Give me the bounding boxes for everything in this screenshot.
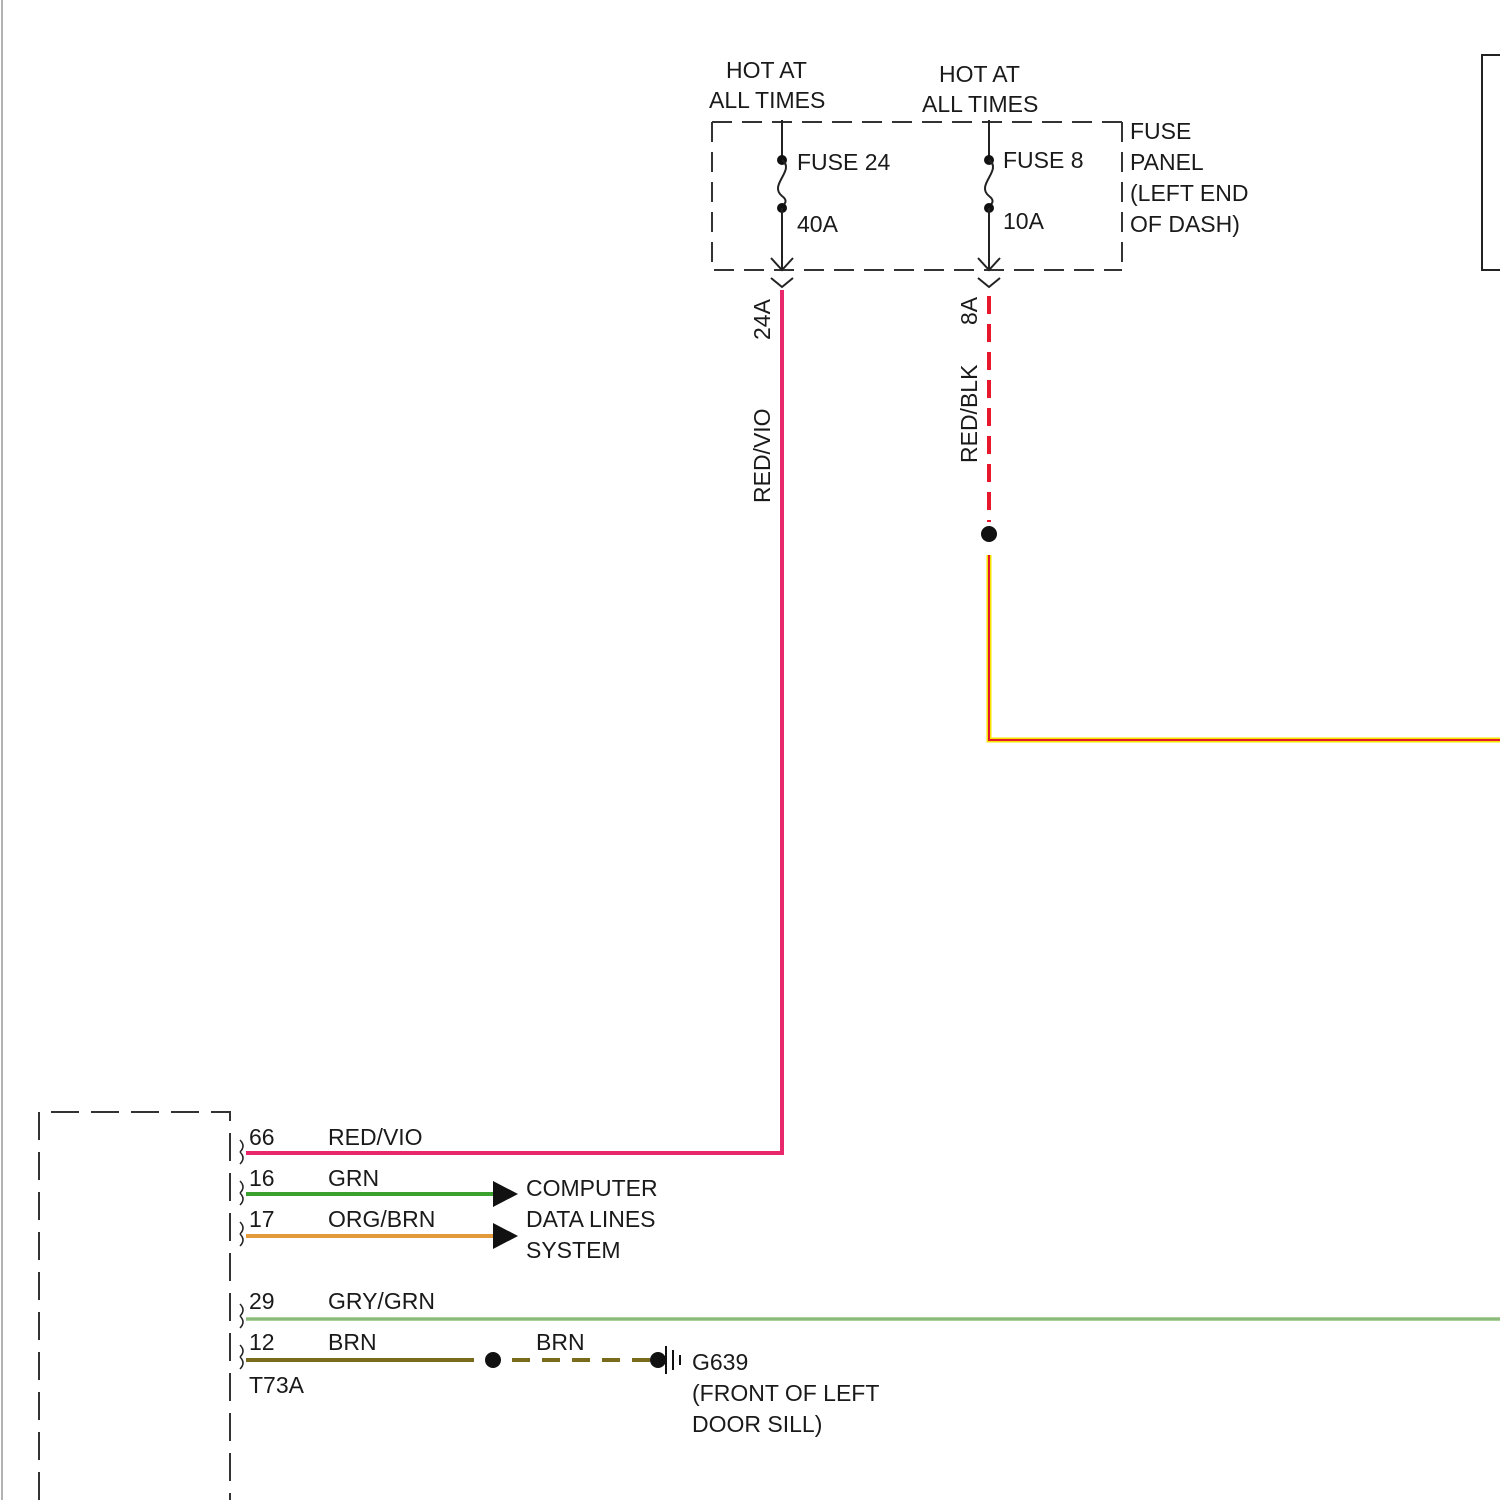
wire-red-yel	[989, 555, 1500, 740]
fuse-24-hot-line-1: HOT AT	[726, 57, 807, 83]
pin-17-number: 17	[249, 1206, 275, 1232]
pin-66-color: RED/VIO	[328, 1124, 423, 1150]
component-box	[39, 1112, 230, 1500]
ground-g639: G639 (FRONT OF LEFT DOOR SILL)	[650, 1346, 879, 1437]
splice-dot	[981, 526, 997, 542]
fuse-8-name: FUSE 8	[1003, 147, 1084, 173]
pin-12-color: BRN	[328, 1329, 377, 1355]
fuse-24-connector-female	[771, 278, 793, 287]
pin-12-number: 12	[249, 1329, 275, 1355]
fuse-panel-label-4: OF DASH)	[1130, 211, 1240, 237]
computer-data-lines-1: COMPUTER	[526, 1175, 658, 1201]
pin-12-connector	[240, 1345, 243, 1369]
ground-label-3: DOOR SILL)	[692, 1411, 822, 1437]
brn-splice-dot	[485, 1352, 501, 1368]
fuse-8-circuit: 8A	[956, 296, 982, 325]
fuse-24-element	[778, 160, 786, 208]
ground-wire-color: BRN	[536, 1329, 585, 1355]
pin-29-color: GRY/GRN	[328, 1288, 435, 1314]
fuse-8-hot-line-2: ALL TIMES	[922, 91, 1038, 117]
wire-grn-arrow	[493, 1181, 518, 1207]
fuse-24-rating: 40A	[797, 211, 839, 237]
fuse-panel: FUSE PANEL (LEFT END OF DASH)	[712, 118, 1248, 270]
pin-16-connector	[240, 1181, 243, 1205]
pin-66-number: 66	[249, 1124, 275, 1150]
connector-name: T73A	[249, 1372, 305, 1398]
pin-66-connector	[240, 1140, 243, 1164]
computer-data-lines-3: SYSTEM	[526, 1237, 621, 1263]
connector-t73a: 66 16 17 29 12 RED/VIO GRN ORG/BRN GRY/G…	[39, 1112, 435, 1500]
fuse-panel-label-2: PANEL	[1130, 149, 1204, 175]
computer-data-lines-2: DATA LINES	[526, 1206, 656, 1232]
fuse-24-hot-line-2: ALL TIMES	[709, 87, 825, 113]
fuse-24: HOT AT ALL TIMES FUSE 24 40A 24A RED/VIO	[709, 57, 891, 503]
fuse-8-connector-female	[978, 278, 1000, 287]
fuse-24-circuit: 24A	[749, 298, 775, 340]
pin-16-number: 16	[249, 1165, 275, 1191]
right-component-box	[1482, 55, 1500, 270]
pin-16-color: GRN	[328, 1165, 379, 1191]
ground-label-2: (FRONT OF LEFT	[692, 1380, 879, 1406]
fuse-panel-label-3: (LEFT END	[1130, 180, 1248, 206]
wire-red-vio	[246, 290, 782, 1153]
pin-29-connector	[240, 1304, 243, 1328]
pin-17-color: ORG/BRN	[328, 1206, 435, 1232]
fuse-8-wire-color: RED/BLK	[956, 364, 982, 463]
fuse-8-hot-line-1: HOT AT	[939, 61, 1020, 87]
fuse-24-name: FUSE 24	[797, 149, 891, 175]
ground-label-1: G639	[692, 1349, 748, 1375]
fuse-8-rating: 10A	[1003, 208, 1045, 234]
pin-29-number: 29	[249, 1288, 275, 1314]
fuse-8-element	[985, 160, 993, 208]
fuse-24-wire-color: RED/VIO	[749, 408, 775, 503]
wire-org-brn-arrow	[493, 1223, 518, 1249]
pin-17-connector	[240, 1222, 243, 1246]
fuse-panel-box	[712, 122, 1122, 270]
wire-red-yel-edge	[989, 555, 1500, 740]
ground-terminal-dot	[650, 1352, 666, 1368]
fuse-panel-label-1: FUSE	[1130, 118, 1191, 144]
